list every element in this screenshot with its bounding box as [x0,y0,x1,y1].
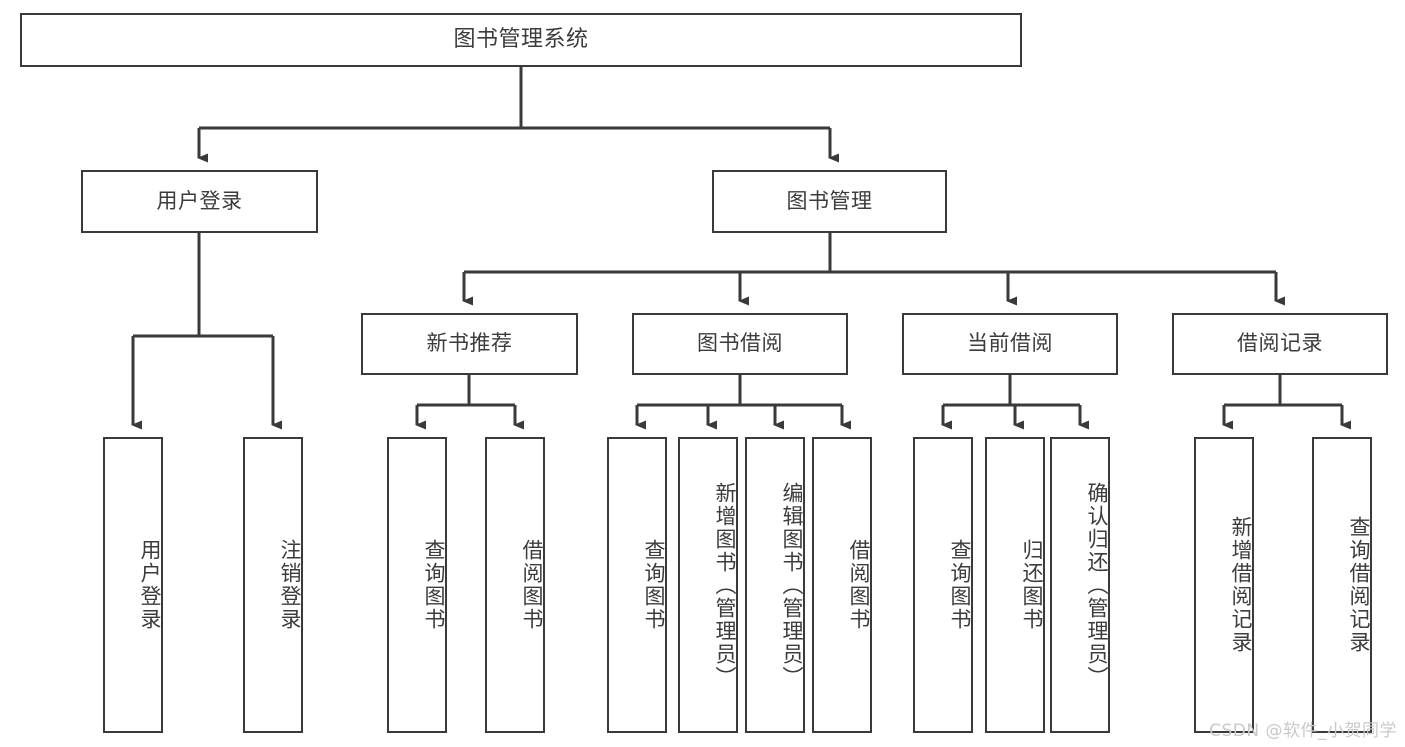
leaf-label: 借阅图书 [847,539,871,631]
leaf-user-logout[interactable]: 注销登录 [243,437,303,733]
leaf-query-book-rec[interactable]: 查询图书 [387,437,447,733]
leaf-borrow-book-rec[interactable]: 借阅图书 [485,437,545,733]
leaf-query-record[interactable]: 查询借阅记录 [1312,437,1372,733]
leaf-label: 查询借阅记录 [1347,516,1371,654]
leaf-return-book[interactable]: 归还图书 [985,437,1045,733]
leaf-label: 用户登录 [138,539,162,631]
leaf-label: 借阅图书 [520,539,544,631]
node-current-borrow[interactable]: 当前借阅 [902,313,1118,375]
leaf-label: 新增借阅记录 [1229,516,1253,654]
leaf-label: 注销登录 [278,539,302,631]
leaf-query-book-current[interactable]: 查询图书 [913,437,973,733]
leaf-label: 查询图书 [948,539,972,631]
node-book-manage[interactable]: 图书管理 [712,170,947,233]
node-root[interactable]: 图书管理系统 [20,13,1022,67]
node-new-book-recommend[interactable]: 新书推荐 [361,313,578,375]
node-book-borrow[interactable]: 图书借阅 [632,313,848,375]
leaf-query-book-borrow[interactable]: 查询图书 [607,437,667,733]
node-user-login[interactable]: 用户登录 [81,170,318,233]
leaf-label: 确认归还（管理员） [1085,481,1109,689]
leaf-confirm-return[interactable]: 确认归还（管理员） [1050,437,1110,733]
node-borrow-record[interactable]: 借阅记录 [1172,313,1388,375]
leaf-label: 编辑图书（管理员） [780,481,804,689]
leaf-add-record[interactable]: 新增借阅记录 [1194,437,1254,733]
leaf-edit-book[interactable]: 编辑图书（管理员） [745,437,805,733]
leaf-label: 新增图书（管理员） [713,481,737,689]
leaf-label: 归还图书 [1020,539,1044,631]
leaf-borrow-book[interactable]: 借阅图书 [812,437,872,733]
leaf-add-book[interactable]: 新增图书（管理员） [678,437,738,733]
leaf-label: 查询图书 [422,539,446,631]
leaf-user-login[interactable]: 用户登录 [103,437,163,733]
csdn-watermark: CSDN @软件_小贺同学 [1209,721,1397,741]
leaf-label: 查询图书 [642,539,666,631]
